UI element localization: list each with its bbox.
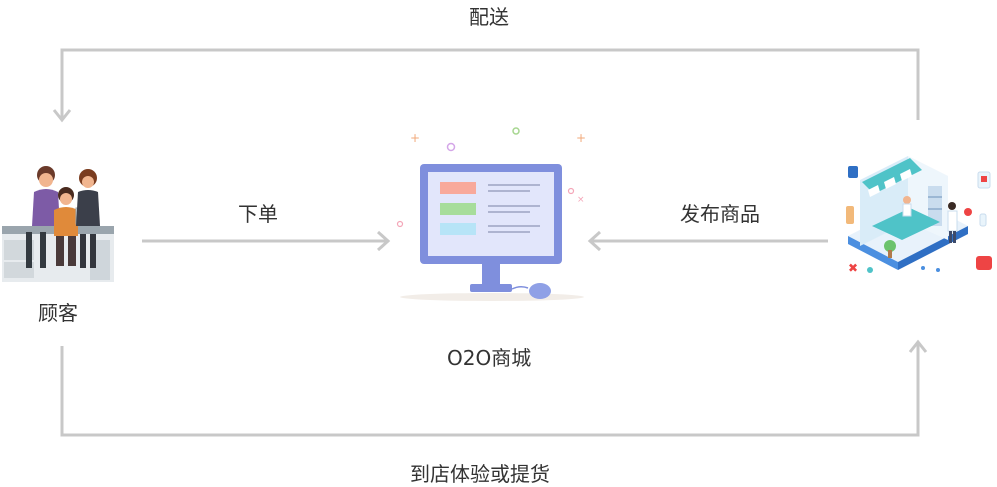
svg-text:+: + [410, 131, 420, 145]
svg-text:×: × [577, 195, 585, 205]
monitor-illustration: + + × [396, 127, 586, 301]
bottom-flow-label: 到店体验或提货 [410, 462, 550, 486]
mall-label: O2O商城 [447, 346, 532, 370]
order-arrow [142, 230, 391, 252]
customer-illustration [2, 166, 114, 282]
store-illustration: ✖ [846, 156, 992, 275]
bottom-flow-line [60, 339, 928, 437]
customer-label: 顾客 [38, 301, 78, 325]
svg-text:+: + [576, 131, 586, 145]
order-label: 下单 [238, 202, 278, 226]
top-flow-line [52, 48, 920, 123]
svg-text:✖: ✖ [848, 261, 858, 275]
top-flow-label: 配送 [469, 5, 509, 29]
publish-label: 发布商品 [680, 202, 760, 226]
publish-arrow [587, 230, 828, 252]
